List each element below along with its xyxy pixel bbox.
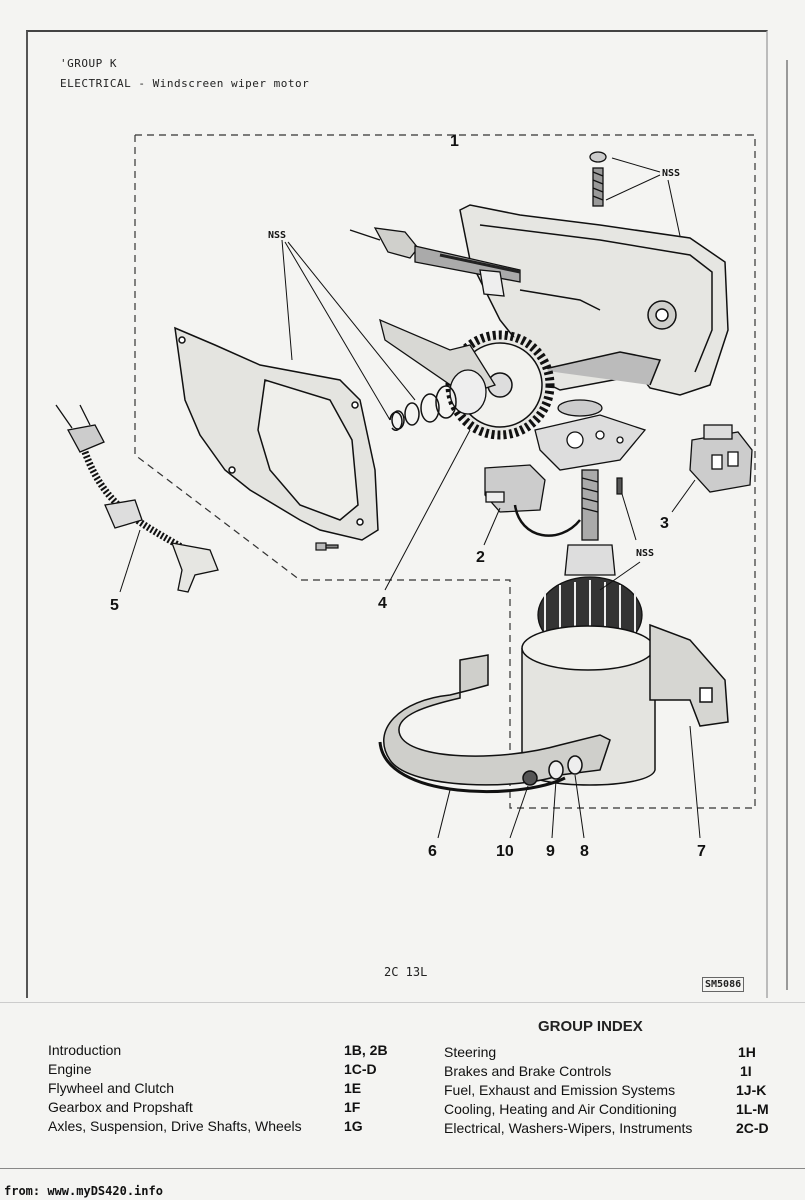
index-code-axles: 1G (344, 1118, 363, 1134)
callout-3: 3 (660, 515, 669, 532)
base-plate (534, 399, 647, 471)
page-frame (26, 30, 768, 998)
cover-screw (315, 542, 339, 551)
group-heading: 'GROUP K (60, 57, 117, 70)
drive-cable (55, 404, 219, 593)
leader-lines (119, 134, 701, 839)
nss-label-right: NSS (636, 548, 654, 559)
cover-plate (174, 326, 379, 541)
divider (0, 1002, 805, 1003)
nss-label-left: NSS (268, 230, 286, 241)
callout-7: 7 (697, 843, 706, 860)
index-label-electrical[interactable]: Electrical, Washers-Wipers, Instruments (444, 1120, 693, 1136)
housing-bolt (589, 151, 607, 207)
assembly-boundary (134, 134, 756, 809)
limit-switch (484, 464, 581, 537)
index-label-cooling[interactable]: Cooling, Heating and Air Conditioning (444, 1101, 677, 1117)
index-label-brakes[interactable]: Brakes and Brake Controls (444, 1063, 612, 1079)
group-index-title: GROUP INDEX (538, 1018, 643, 1035)
callout-4: 4 (378, 595, 387, 612)
index-label-flywheel[interactable]: Flywheel and Clutch (48, 1080, 175, 1096)
nss-label-top: NSS (662, 168, 680, 179)
callout-6: 6 (428, 843, 437, 860)
connector-block (689, 424, 753, 493)
index-code-brakes: 1I (740, 1063, 752, 1079)
section-heading: ELECTRICAL - Windscreen wiper motor (60, 77, 310, 90)
callout-10: 10 (496, 843, 514, 860)
index-code-engine: 1C-D (344, 1061, 377, 1077)
source-footer: from: www.myDS420.info (4, 1184, 163, 1198)
callout-8: 8 (580, 843, 589, 860)
index-code-steering: 1H (738, 1044, 756, 1060)
index-code-flywheel: 1E (344, 1080, 362, 1096)
index-label-gearbox[interactable]: Gearbox and Propshaft (48, 1099, 193, 1115)
callout-1: 1 (450, 133, 459, 150)
index-code-introduction: 1B, 2B (344, 1042, 388, 1058)
exploded-diagram: 1 2 3 4 5 6 7 8 9 10 NSS NSS NSS (55, 133, 756, 860)
index-label-axles[interactable]: Axles, Suspension, Drive Shafts, Wheels (48, 1118, 302, 1134)
gear-wheel (379, 318, 555, 440)
crank-rack (349, 227, 521, 297)
callout-2: 2 (476, 549, 485, 566)
washers (389, 385, 457, 431)
index-code-cooling: 1L-M (736, 1101, 769, 1117)
index-code-electrical: 2C-D (736, 1120, 769, 1136)
callout-9: 9 (546, 843, 555, 860)
strap-fasteners (522, 755, 583, 786)
index-label-steering[interactable]: Steering (444, 1044, 497, 1060)
index-label-fuel[interactable]: Fuel, Exhaust and Emission Systems (444, 1082, 676, 1098)
footer-divider (0, 1168, 805, 1169)
index-code-gearbox: 1F (344, 1099, 361, 1115)
page-frame-right (786, 60, 788, 990)
drawing-reference: 2C 13L (384, 965, 428, 979)
index-label-engine[interactable]: Engine (48, 1061, 92, 1077)
drawing-code: SM5086 (702, 977, 745, 992)
index-label-introduction[interactable]: Introduction (48, 1042, 122, 1058)
callout-5: 5 (110, 597, 119, 614)
nss-screw (616, 477, 623, 495)
index-code-fuel: 1J-K (736, 1082, 767, 1098)
